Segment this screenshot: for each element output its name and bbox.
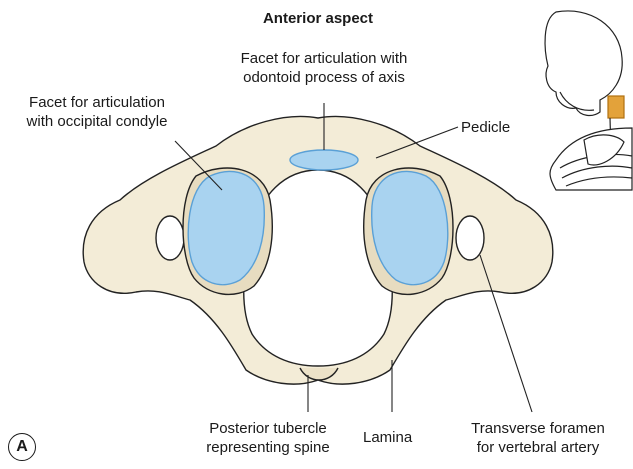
panel-letter-badge: A — [8, 433, 36, 461]
label-transverse-foramen-line2: for vertebral artery — [471, 438, 605, 457]
label-lamina: Lamina — [363, 428, 412, 447]
transverse-foramen-right — [456, 216, 484, 260]
label-posterior-tubercle-line2: representing spine — [206, 438, 329, 457]
odontoid-facet — [290, 150, 358, 170]
label-odontoid-facet-line2: odontoid process of axis — [241, 68, 408, 87]
label-transverse-foramen: Transverse foramen for vertebral artery — [471, 419, 605, 457]
label-posterior-tubercle: Posterior tubercle representing spine — [206, 419, 329, 457]
label-occipital-facet-line2: with occipital condyle — [27, 112, 168, 131]
label-occipital-facet-line1: Facet for articulation — [27, 93, 168, 112]
transverse-foramen-left — [156, 216, 184, 260]
label-transverse-foramen-line1: Transverse foramen — [471, 419, 605, 438]
diagram-title: Anterior aspect — [263, 9, 373, 28]
label-pedicle: Pedicle — [461, 118, 510, 137]
skeleton-thumbnail — [545, 11, 632, 190]
label-occipital-facet: Facet for articulation with occipital co… — [27, 93, 168, 131]
cervical-highlight — [608, 96, 624, 118]
atlas-vertebra — [83, 116, 553, 384]
label-posterior-tubercle-line1: Posterior tubercle — [206, 419, 329, 438]
label-odontoid-facet-line1: Facet for articulation with — [241, 49, 408, 68]
label-odontoid-facet: Facet for articulation with odontoid pro… — [241, 49, 408, 87]
